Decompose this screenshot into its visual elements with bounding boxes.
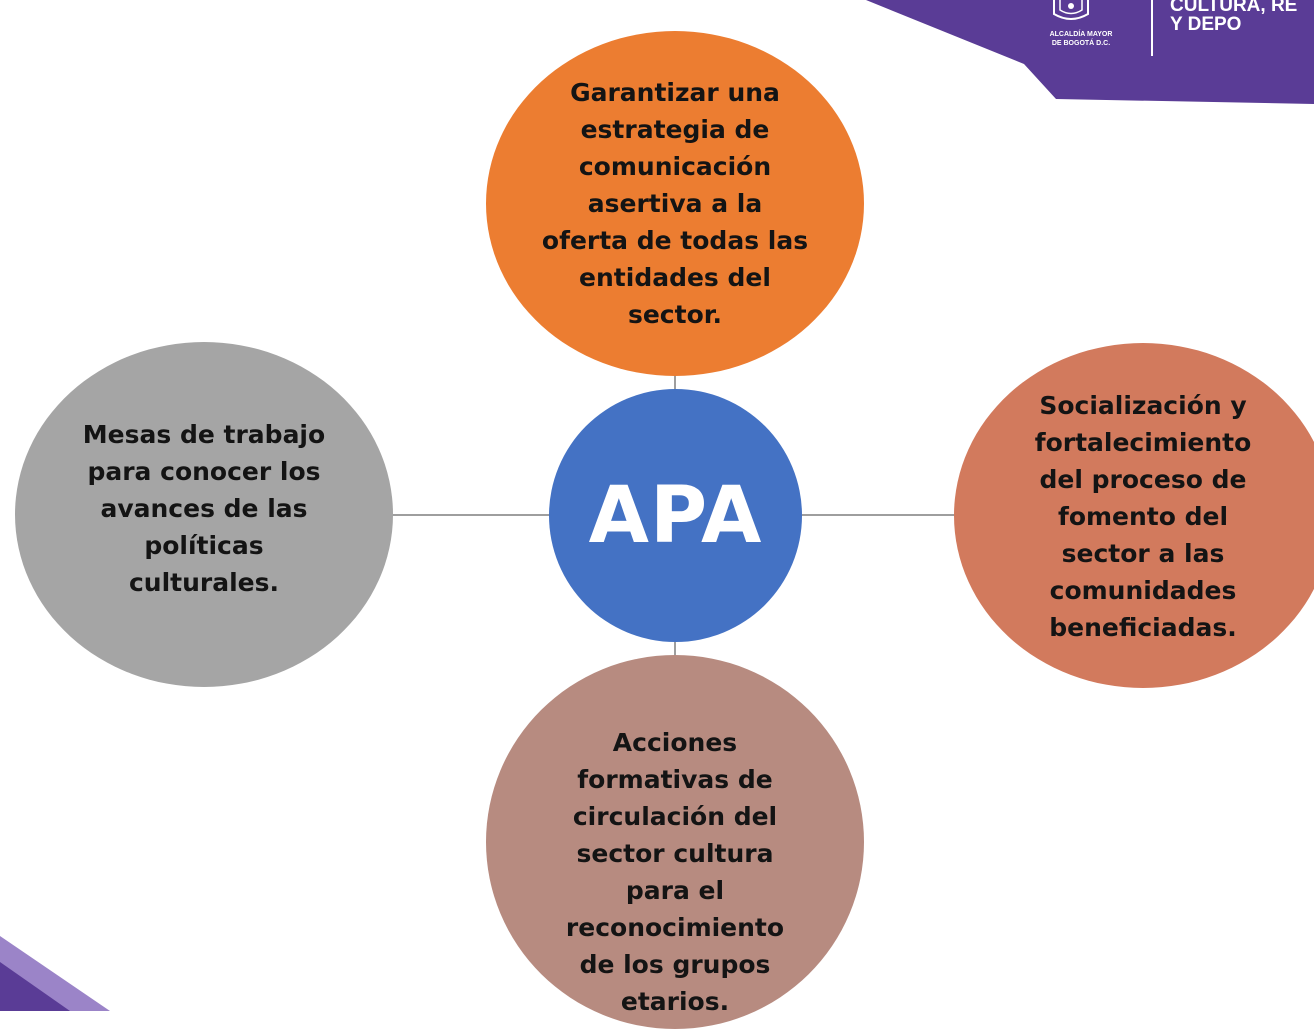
node-socialization-text: Socialización y fortalecimiento del proc… — [1034, 391, 1252, 642]
node-work-tables-text: Mesas de trabajo para conocer los avance… — [82, 420, 326, 597]
node-communication-strategy-text: Garantizar una estrategia de comunicació… — [541, 78, 809, 329]
node-communication-strategy: Garantizar una estrategia de comunicació… — [486, 31, 864, 376]
node-work-tables: Mesas de trabajo para conocer los avance… — [15, 342, 393, 687]
seal-caption: ALCALDÍA MAYOR DE BOGOTÁ D.C. — [1049, 31, 1113, 47]
bogota-seal-icon — [1053, 0, 1089, 20]
node-training-actions-text: Acciones formativas de circulación del s… — [565, 728, 785, 1016]
node-socialization: Socialización y fortalecimiento del proc… — [954, 343, 1314, 688]
node-training-actions: Acciones formativas de circulación del s… — [486, 655, 864, 1029]
center-label: APA — [588, 470, 763, 561]
org-name: CULTURA, RE Y DEPO — [1170, 0, 1298, 35]
branding-divider — [1151, 0, 1153, 56]
node-center-apa: APA — [549, 389, 802, 642]
